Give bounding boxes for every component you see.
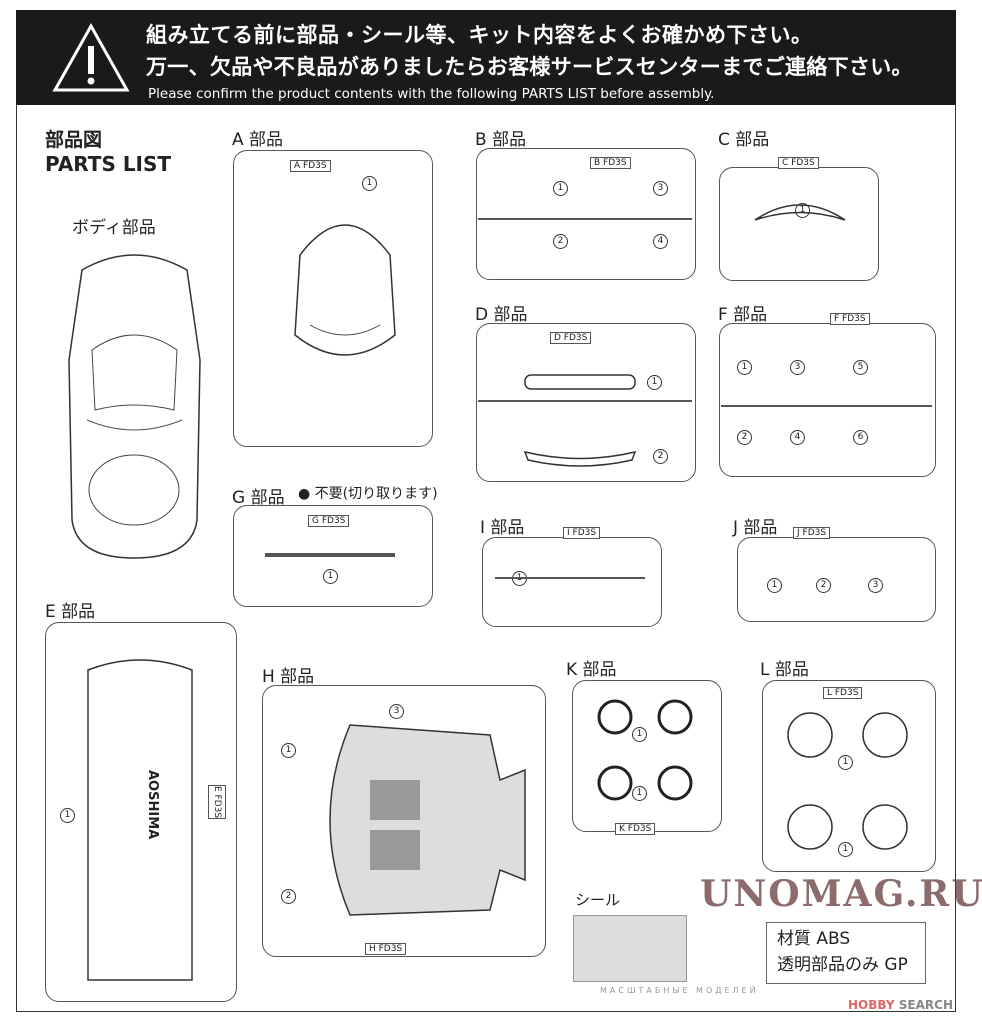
part-a1-cockpit: [294, 224, 396, 356]
wheels-l: [787, 712, 908, 850]
sprue-h-tag: H FD3S: [365, 943, 407, 955]
part-number: 1: [632, 727, 647, 742]
sprue-j: [737, 537, 936, 622]
sprue-b-label: B 部品: [475, 130, 527, 150]
sprue-g-label: G 部品: [232, 488, 285, 508]
sprue-k-tag: K FD3S: [615, 823, 656, 835]
part-number: 4: [790, 430, 805, 445]
sprue-e-tag: E FD3S: [208, 785, 226, 820]
sprue-d-tag: D FD3S: [550, 332, 592, 344]
warning-icon: [52, 22, 130, 92]
title-en: PARTS LIST: [45, 152, 172, 176]
body-label: ボディ部品: [72, 218, 156, 238]
watermark-sub: МАСШТАБНЫЕ МОДЕЛЕЙ: [600, 986, 759, 995]
credit-b: SEARCH: [898, 998, 953, 1012]
sprue-b: [476, 148, 696, 280]
part-c1: [754, 204, 846, 221]
parts-frame: [16, 105, 956, 1012]
part-number: 1: [60, 808, 75, 823]
part-d-bumpers: [523, 374, 637, 467]
aoshima-logo: AOSHIMA: [145, 770, 160, 840]
part-number: 1: [281, 743, 296, 758]
part-number: 4: [653, 234, 668, 249]
credit-a: HOBBY: [848, 998, 895, 1012]
sprue-b-tag: B FD3S: [590, 157, 631, 169]
sprue-d-label: D 部品: [475, 305, 528, 325]
sprue-c-label: C 部品: [718, 130, 770, 150]
part-number: 1: [838, 755, 853, 770]
sprue-f: [719, 323, 936, 477]
sprue-k-label: K 部品: [566, 660, 617, 680]
sprue-a-tag: A FD3S: [290, 160, 331, 172]
sprue-e-label: E 部品: [45, 602, 96, 622]
car-body-drawing: [68, 254, 201, 559]
sprue-e: [45, 622, 237, 1002]
sprue-j-label: J 部品: [733, 518, 778, 538]
part-number: 3: [790, 360, 805, 375]
sprue-j-tag: J FD3S: [793, 527, 831, 539]
warning-line-2: 万一、欠品や不良品がありましたらお客様サービスセンターまでご連絡下さい。: [146, 55, 913, 79]
sprue-g-note: ● 不要(切り取ります): [298, 486, 438, 502]
part-number: 1: [512, 571, 527, 586]
part-number: 1: [362, 176, 377, 191]
sprue-f-tag: F FD3S: [830, 313, 870, 325]
sprue-a: [233, 150, 433, 447]
part-number: 1: [737, 360, 752, 375]
part-number: 1: [767, 578, 782, 593]
sprue-i: [482, 537, 662, 627]
part-number: 1: [647, 375, 662, 390]
warning-line-1: 組み立てる前に部品・シール等、キット内容をよくお確かめ下さい。: [146, 23, 813, 47]
part-number: 1: [838, 842, 853, 857]
part-number: 1: [323, 569, 338, 584]
part-number: 1: [795, 203, 810, 218]
part-number: 2: [553, 234, 568, 249]
sprue-i-tag: I FD3S: [563, 527, 601, 539]
decal-sheet: [573, 915, 687, 982]
sprue-i-label: I 部品: [480, 518, 525, 538]
sprue-g: [233, 505, 433, 607]
sprue-l: [762, 680, 936, 872]
part-number: 5: [853, 360, 868, 375]
part-h3-interior: [329, 724, 526, 916]
hobby-search-credit: HOBBY SEARCH: [848, 998, 953, 1012]
title-jp: 部品図: [45, 129, 103, 151]
sprue-h-label: H 部品: [262, 667, 315, 687]
part-number: 2: [653, 449, 668, 464]
decal-label: シール: [575, 891, 621, 909]
part-number: 2: [737, 430, 752, 445]
part-number: 1: [632, 786, 647, 801]
sprue-g-tag: G FD3S: [308, 515, 350, 527]
material-box: 材質 ABS 透明部品のみ GP: [766, 922, 926, 984]
sprue-l-tag: L FD3S: [823, 687, 863, 699]
sprue-l-label: L 部品: [760, 660, 809, 680]
part-e1-chassis: [87, 659, 193, 981]
part-number: 3: [868, 578, 883, 593]
material-line-2: 透明部品のみ GP: [777, 955, 908, 975]
warning-english: Please confirm the product contents with…: [148, 86, 715, 102]
sprue-d: [476, 323, 696, 482]
part-number: 2: [816, 578, 831, 593]
warning-header: 組み立てる前に部品・シール等、キット内容をよくお確かめ下さい。 万一、欠品や不良…: [16, 10, 956, 105]
part-number: 2: [281, 889, 296, 904]
part-number: 3: [653, 181, 668, 196]
sprue-c-tag: C FD3S: [778, 157, 819, 169]
sprue-h: [262, 685, 546, 957]
sprue-a-label: A 部品: [232, 130, 284, 150]
material-line-1: 材質 ABS: [777, 929, 851, 949]
part-number: 6: [853, 430, 868, 445]
wheels-k: [597, 699, 693, 801]
watermark: UNOMAG.RU: [700, 873, 982, 915]
part-number: 1: [553, 181, 568, 196]
sprue-f-label: F 部品: [718, 305, 768, 325]
part-number: 3: [389, 704, 404, 719]
